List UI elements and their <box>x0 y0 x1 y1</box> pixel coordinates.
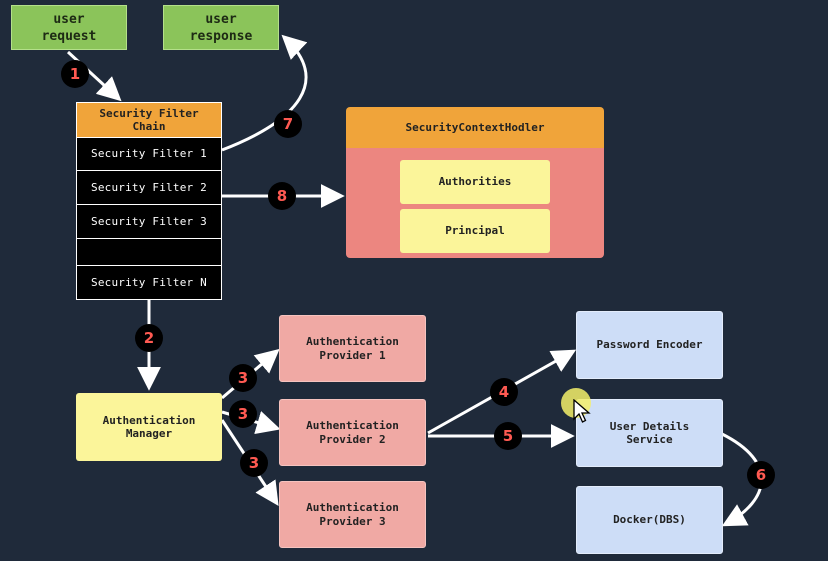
authorities-box: Authorities <box>400 160 550 204</box>
step-badge-5: 5 <box>494 422 522 450</box>
authentication-provider-2: Authentication Provider 2 <box>279 399 426 466</box>
step-badge-3b: 3 <box>229 400 257 428</box>
filter-chain-header: Security Filter Chain <box>76 102 222 138</box>
mouse-pointer-icon <box>573 399 591 423</box>
arrow-request-to-chain <box>66 50 122 102</box>
step-badge-2: 2 <box>135 324 163 352</box>
security-filter-2: Security Filter 2 <box>76 170 222 205</box>
user-details-service-box: User Details Service <box>576 399 723 467</box>
authentication-provider-3: Authentication Provider 3 <box>279 481 426 548</box>
security-filter-n: Security Filter N <box>76 265 222 300</box>
authentication-manager-box: Authentication Manager <box>76 393 222 461</box>
step-badge-3c: 3 <box>240 449 268 477</box>
docker-dbs-box: Docker(DBS) <box>576 486 723 554</box>
step-badge-4: 4 <box>490 378 518 406</box>
step-badge-3a: 3 <box>229 364 257 392</box>
arrow-chain-to-response <box>221 34 308 152</box>
security-filter-blank <box>76 238 222 266</box>
principal-box: Principal <box>400 209 550 253</box>
security-context-header: SecurityContextHodler <box>346 107 604 149</box>
step-badge-8: 8 <box>268 182 296 210</box>
step-badge-1: 1 <box>61 60 89 88</box>
user-request-box: user request <box>11 5 127 50</box>
security-filter-3: Security Filter 3 <box>76 204 222 239</box>
password-encoder-box: Password Encoder <box>576 311 723 379</box>
user-response-box: user response <box>163 5 279 50</box>
authentication-provider-1: Authentication Provider 1 <box>279 315 426 382</box>
step-badge-6: 6 <box>747 461 775 489</box>
security-filter-1: Security Filter 1 <box>76 137 222 171</box>
step-badge-7: 7 <box>274 110 302 138</box>
